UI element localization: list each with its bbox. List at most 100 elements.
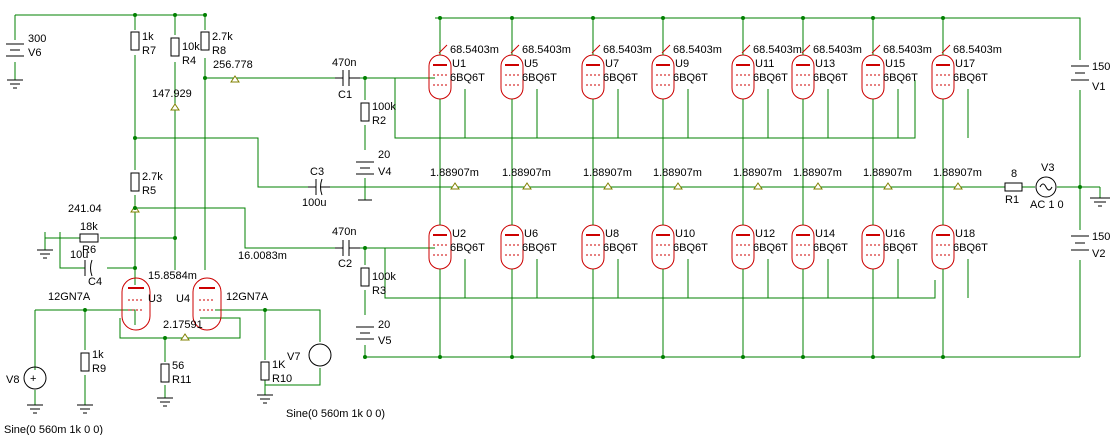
- resistor-R9: 1k R9: [80, 349, 106, 375]
- R10-value: 1K: [272, 359, 286, 371]
- tube-name: U8: [605, 228, 619, 240]
- capacitor-C3: C3 100u: [302, 166, 330, 209]
- resistor-R10: 1K R10: [260, 359, 292, 385]
- resistor-R6: 18k R6: [79, 221, 99, 256]
- node-voltage: 1.88907m: [733, 167, 782, 179]
- probe-c2-node: 16.0083m: [238, 250, 287, 262]
- junction-dot: [363, 246, 367, 250]
- R9-name: R9: [92, 363, 106, 375]
- probe-marker-icon: [883, 182, 893, 190]
- tube-name: U12: [755, 228, 775, 240]
- V6-name: V6: [28, 47, 41, 59]
- tube-current: 68.5403m: [753, 44, 802, 56]
- V6-value: 300: [28, 33, 46, 45]
- tube-wire: [438, 16, 466, 187]
- tube-wire: [510, 16, 538, 187]
- junction-dot: [173, 236, 177, 240]
- V8-value: Sine(0 560m 1k 0 0): [4, 424, 103, 435]
- tube-current: 68.5403m: [522, 44, 571, 56]
- resistor-R11: 56 R11: [160, 360, 191, 386]
- V5-value: 20: [378, 319, 390, 331]
- probe-r8-node: 256.778: [213, 59, 253, 71]
- tube-name: U2: [452, 228, 466, 240]
- node-voltage: 1.88907m: [863, 167, 912, 179]
- tube-model: 6BQ6T: [673, 72, 708, 84]
- C1-name: C1: [338, 89, 352, 101]
- ac-source-V3: V3 AC 1 0: [1030, 162, 1110, 211]
- battery-V5: 20 V5: [356, 319, 391, 347]
- tube-model: 6BQ6T: [813, 242, 848, 254]
- junction-dot: [83, 308, 87, 312]
- probe-r5-node: 241.04: [68, 203, 102, 215]
- C4-value: 10u: [70, 249, 88, 261]
- tube-wire: [591, 187, 619, 359]
- node-voltage: 1.88907m: [502, 167, 551, 179]
- tube-current: 68.5403m: [673, 44, 722, 56]
- tube-wire: [661, 187, 689, 359]
- probe-marker-icon: [180, 333, 190, 341]
- R5-name: R5: [142, 185, 156, 197]
- R4-name: R4: [182, 55, 196, 67]
- tube-current: 68.5403m: [603, 44, 652, 56]
- tube-model: 6BQ6T: [673, 242, 708, 254]
- output-tubes-upper: U16BQ6T68.5403mU56BQ6T68.5403mU76BQ6T68.…: [428, 16, 1002, 187]
- driver-tube-U4: U4 12GN7A: [176, 277, 269, 331]
- C3-value: 100u: [302, 197, 326, 209]
- R9-value: 1k: [92, 349, 104, 361]
- tube-name: U5: [524, 58, 538, 70]
- junction-dot: [133, 206, 137, 210]
- R10-name: R10: [272, 373, 292, 385]
- tube-model: 6BQ6T: [450, 242, 485, 254]
- capacitor-C1: 470n C1: [332, 57, 360, 101]
- tube-model: 6BQ6T: [883, 72, 918, 84]
- tube-name: U1: [452, 58, 466, 70]
- R5-value: 2.7k: [142, 171, 163, 183]
- tube-wire: [941, 16, 969, 187]
- tube-name: U16: [885, 228, 905, 240]
- ground-icon: [27, 404, 43, 414]
- V4-value: 20: [378, 149, 390, 161]
- wires: [14, 14, 1101, 405]
- tube-wire: [871, 187, 899, 359]
- battery-V2: 150 V2: [1071, 231, 1110, 260]
- probe-labels: 256.778 147.929 241.04 16.0083m 15.8584m…: [68, 59, 287, 341]
- junction-dot: [363, 355, 367, 359]
- probe-u4-plate: 15.8584m: [148, 270, 197, 282]
- V8-plus-icon: +: [30, 373, 36, 385]
- node-voltage: 1.88907m: [583, 167, 632, 179]
- resistor-R8: 2.7k R8: [200, 31, 233, 57]
- V8-name: V8: [6, 374, 19, 386]
- tube-model: 6BQ6T: [813, 72, 848, 84]
- junction-dot: [1078, 185, 1082, 189]
- junction-dot: [363, 76, 367, 80]
- V4-name: V4: [378, 166, 391, 178]
- tube-name: U13: [815, 58, 835, 70]
- V3-value: AC 1 0: [1030, 199, 1064, 211]
- junction-dot: [263, 308, 267, 312]
- probe-marker-icon: [753, 182, 763, 190]
- tube-wire: [741, 16, 769, 187]
- V2-value: 150: [1092, 231, 1110, 243]
- node-voltage: 1.88907m: [793, 167, 842, 179]
- node-voltage: 1.88907m: [653, 167, 702, 179]
- sine-source-V7: V7 Sine(0 560m 1k 0 0): [286, 343, 385, 420]
- tube-name: U18: [955, 228, 975, 240]
- tube-model: 6BQ6T: [603, 72, 638, 84]
- probe-marker-icon: [953, 182, 963, 190]
- junction-dot: [133, 13, 137, 17]
- tube-model: 6BQ6T: [753, 72, 788, 84]
- junction-dot: [203, 13, 207, 17]
- tube-name: U6: [524, 228, 538, 240]
